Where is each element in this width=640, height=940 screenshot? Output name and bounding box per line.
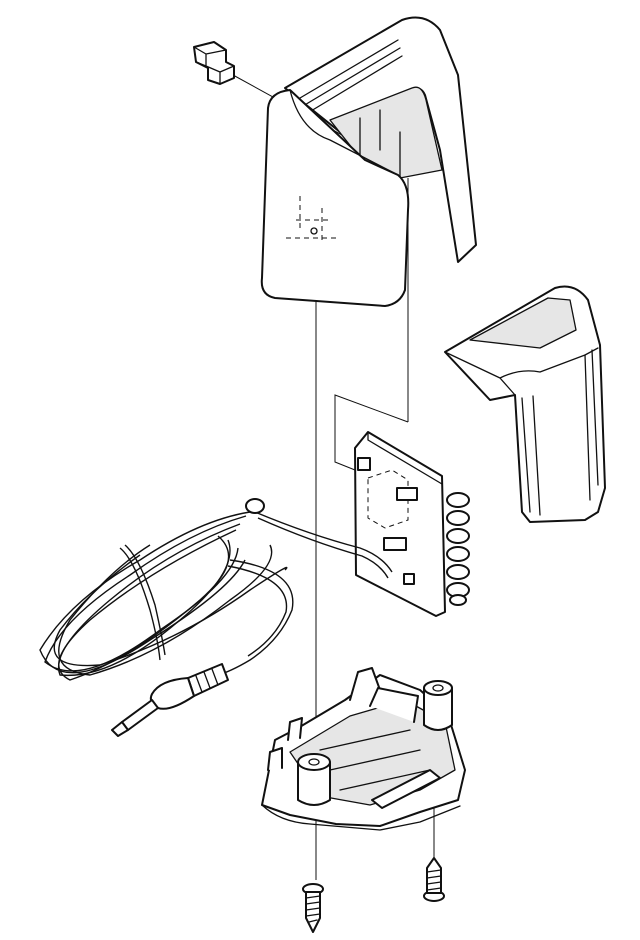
screw-left <box>302 883 324 933</box>
led-row <box>446 492 470 606</box>
upper-housing-part <box>260 16 477 307</box>
base-plate-part <box>261 667 466 831</box>
board-component <box>357 457 371 471</box>
cable-grommet <box>245 498 265 514</box>
housing-screw-hole <box>310 227 318 235</box>
clip-part <box>193 41 235 85</box>
screw-right <box>423 857 445 902</box>
board-component <box>396 487 418 501</box>
board-component <box>403 573 415 585</box>
board-component <box>383 537 407 551</box>
circuit-board-part <box>354 431 470 617</box>
base-boss-right <box>423 680 453 731</box>
corner-cap-part <box>444 285 606 523</box>
jack-plug <box>111 663 229 737</box>
base-boss-left <box>297 753 331 806</box>
board-guide-bracket <box>334 394 409 471</box>
cable-part <box>39 498 393 737</box>
